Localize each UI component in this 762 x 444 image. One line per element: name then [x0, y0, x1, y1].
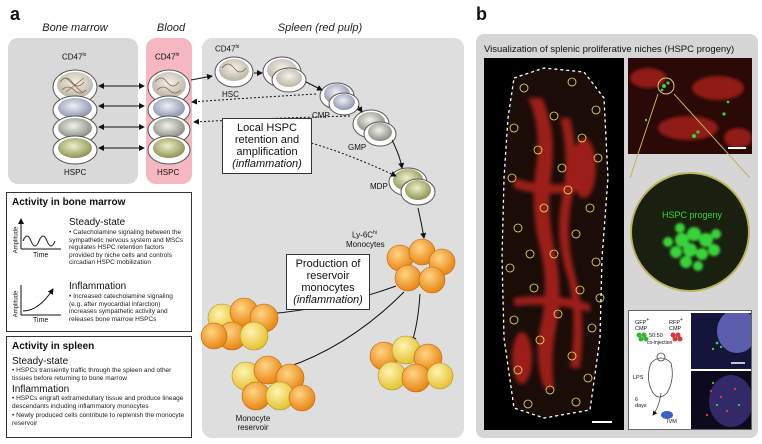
inset-micrograph-bottom — [691, 371, 751, 429]
bm-blood-arrows — [98, 83, 145, 151]
ly6c-monocyte-cluster — [386, 238, 456, 294]
ratio-label: 50:50 — [649, 333, 663, 339]
cell-diagram — [52, 56, 456, 412]
callout-production-line3: monocytes — [301, 282, 355, 294]
spleen-section-image — [484, 58, 624, 430]
gfp-cmp-label: GFP+CMP — [635, 317, 650, 332]
bm-hsc-cell — [52, 69, 98, 105]
monocyte-reservoir-label: Monocyte reservoir — [235, 414, 271, 432]
gmp-label: GMP — [348, 143, 367, 152]
rfp-cmp-label: RFP+CMP — [669, 317, 683, 332]
activity-bone-marrow-box: Activity in bone marrow Amplitude Time S… — [6, 192, 192, 332]
time-label-2: Time — [33, 317, 49, 324]
bm-progenitor-cell-1 — [52, 95, 98, 125]
micrograph-top — [628, 58, 752, 154]
hspc-bm-label: HSPC — [64, 168, 87, 177]
inflammation-title: Inflammation — [69, 281, 127, 292]
spleen-inflam-text-2: • Newly produced cells contribute to rep… — [12, 412, 185, 427]
spleen-steady-text: • HSPCs transiently traffic through the … — [12, 367, 172, 382]
inflammation-graph — [20, 285, 61, 316]
spleen-cmp-cell — [319, 82, 360, 116]
spleen-header: Spleen (red pulp) — [277, 22, 363, 34]
hspc-progeny-label: HSPC progeny — [661, 210, 723, 220]
spleen-inflam-text-1: • HSPCs engraft extramedullary tissue an… — [12, 395, 184, 410]
reservoir-cluster-3 — [369, 335, 454, 393]
spleen-hsc-cell-2 — [262, 56, 307, 93]
panel-b-letter: b — [476, 4, 487, 24]
mdp-label: MDP — [370, 182, 388, 191]
callout-production-line2: reservoir — [306, 270, 350, 282]
cd47-hi-blood-label: CD47hi — [155, 52, 180, 62]
steady-state-title: Steady-state — [69, 217, 126, 228]
blood-hsc-cell — [147, 69, 191, 105]
hspc-progeny-zoom: HSPC progeny — [630, 172, 750, 292]
inset-micrograph-top — [691, 313, 751, 369]
co-injection-label: co-injection — [647, 340, 673, 346]
callout-retention: Local HSPC retention and amplification (… — [222, 118, 312, 174]
panel-b-title: Visualization of splenic proliferative n… — [484, 44, 735, 55]
callout-retention-line3: amplification — [236, 146, 298, 158]
spleen-gmp-cell — [352, 109, 397, 147]
steady-state-graph — [18, 218, 61, 250]
bm-progenitor-cell-2 — [52, 115, 98, 145]
injection-schematic — [636, 332, 683, 419]
time-label-1: Time — [33, 252, 49, 259]
days-label: 6 days — [635, 397, 647, 409]
ivm-label: IVM — [667, 419, 677, 425]
amplitude-label-1: Amplitude — [13, 226, 20, 254]
blood-header: Blood — [156, 22, 186, 34]
bm-progenitor-cell-3 — [52, 135, 98, 165]
inflammation-text: • Increased catecholamine signaling (e.g… — [69, 293, 173, 323]
reservoir-cluster-1 — [200, 297, 279, 351]
spleen-steady-title: Steady-state — [12, 356, 69, 367]
panel-a-letter: a — [10, 4, 21, 24]
hsc-label: HSC — [222, 90, 239, 99]
inset-panel: GFP+CMP RFP+CMP 50:50 co-injection LPS 6… — [628, 310, 752, 430]
spleen-inflam-title: Inflammation — [12, 384, 70, 395]
callout-retention-line4: (inflammation) — [232, 158, 302, 170]
activity-spleen-box: Activity in spleen Steady-state • HSPCs … — [6, 336, 192, 438]
blood-progenitor-cell-2 — [147, 115, 191, 145]
activity-bm-title: Activity in bone marrow — [12, 197, 126, 208]
ly6c-label: Ly-6Chi — [352, 230, 377, 240]
activity-spleen-title: Activity in spleen — [12, 341, 95, 352]
reservoir-cluster-2 — [231, 355, 316, 412]
blood-progenitor-cell-1 — [147, 95, 191, 125]
amplitude-label-2: Amplitude — [13, 290, 20, 318]
cd47-hi-spleen-label: CD47hi — [215, 44, 240, 54]
spleen-hsc-cell-1 — [214, 56, 254, 88]
callout-production-line4: (inflammation) — [293, 294, 363, 306]
callout-retention-line2: retention and — [234, 134, 300, 146]
callout-production-line1: Production of — [295, 258, 361, 270]
cmp-label: CMP — [312, 111, 330, 120]
blood-progenitor-cell-3 — [147, 135, 191, 165]
cd47-lo-label: CD47lo — [62, 52, 87, 62]
hspc-blood-label: HSPC — [157, 168, 180, 177]
lps-label: LPS — [633, 375, 644, 381]
callout-retention-line1: Local HSPC — [237, 122, 297, 134]
bone-marrow-header: Bone marrow — [42, 22, 108, 34]
monocytes-label: Monocytes — [346, 240, 385, 249]
zoom-lines — [629, 93, 751, 178]
spleen-mdp-cell — [388, 167, 436, 206]
steady-state-text: • Catecholamine signaling between the sy… — [69, 229, 184, 266]
callout-production: Production of reservoir monocytes (infla… — [286, 254, 370, 310]
